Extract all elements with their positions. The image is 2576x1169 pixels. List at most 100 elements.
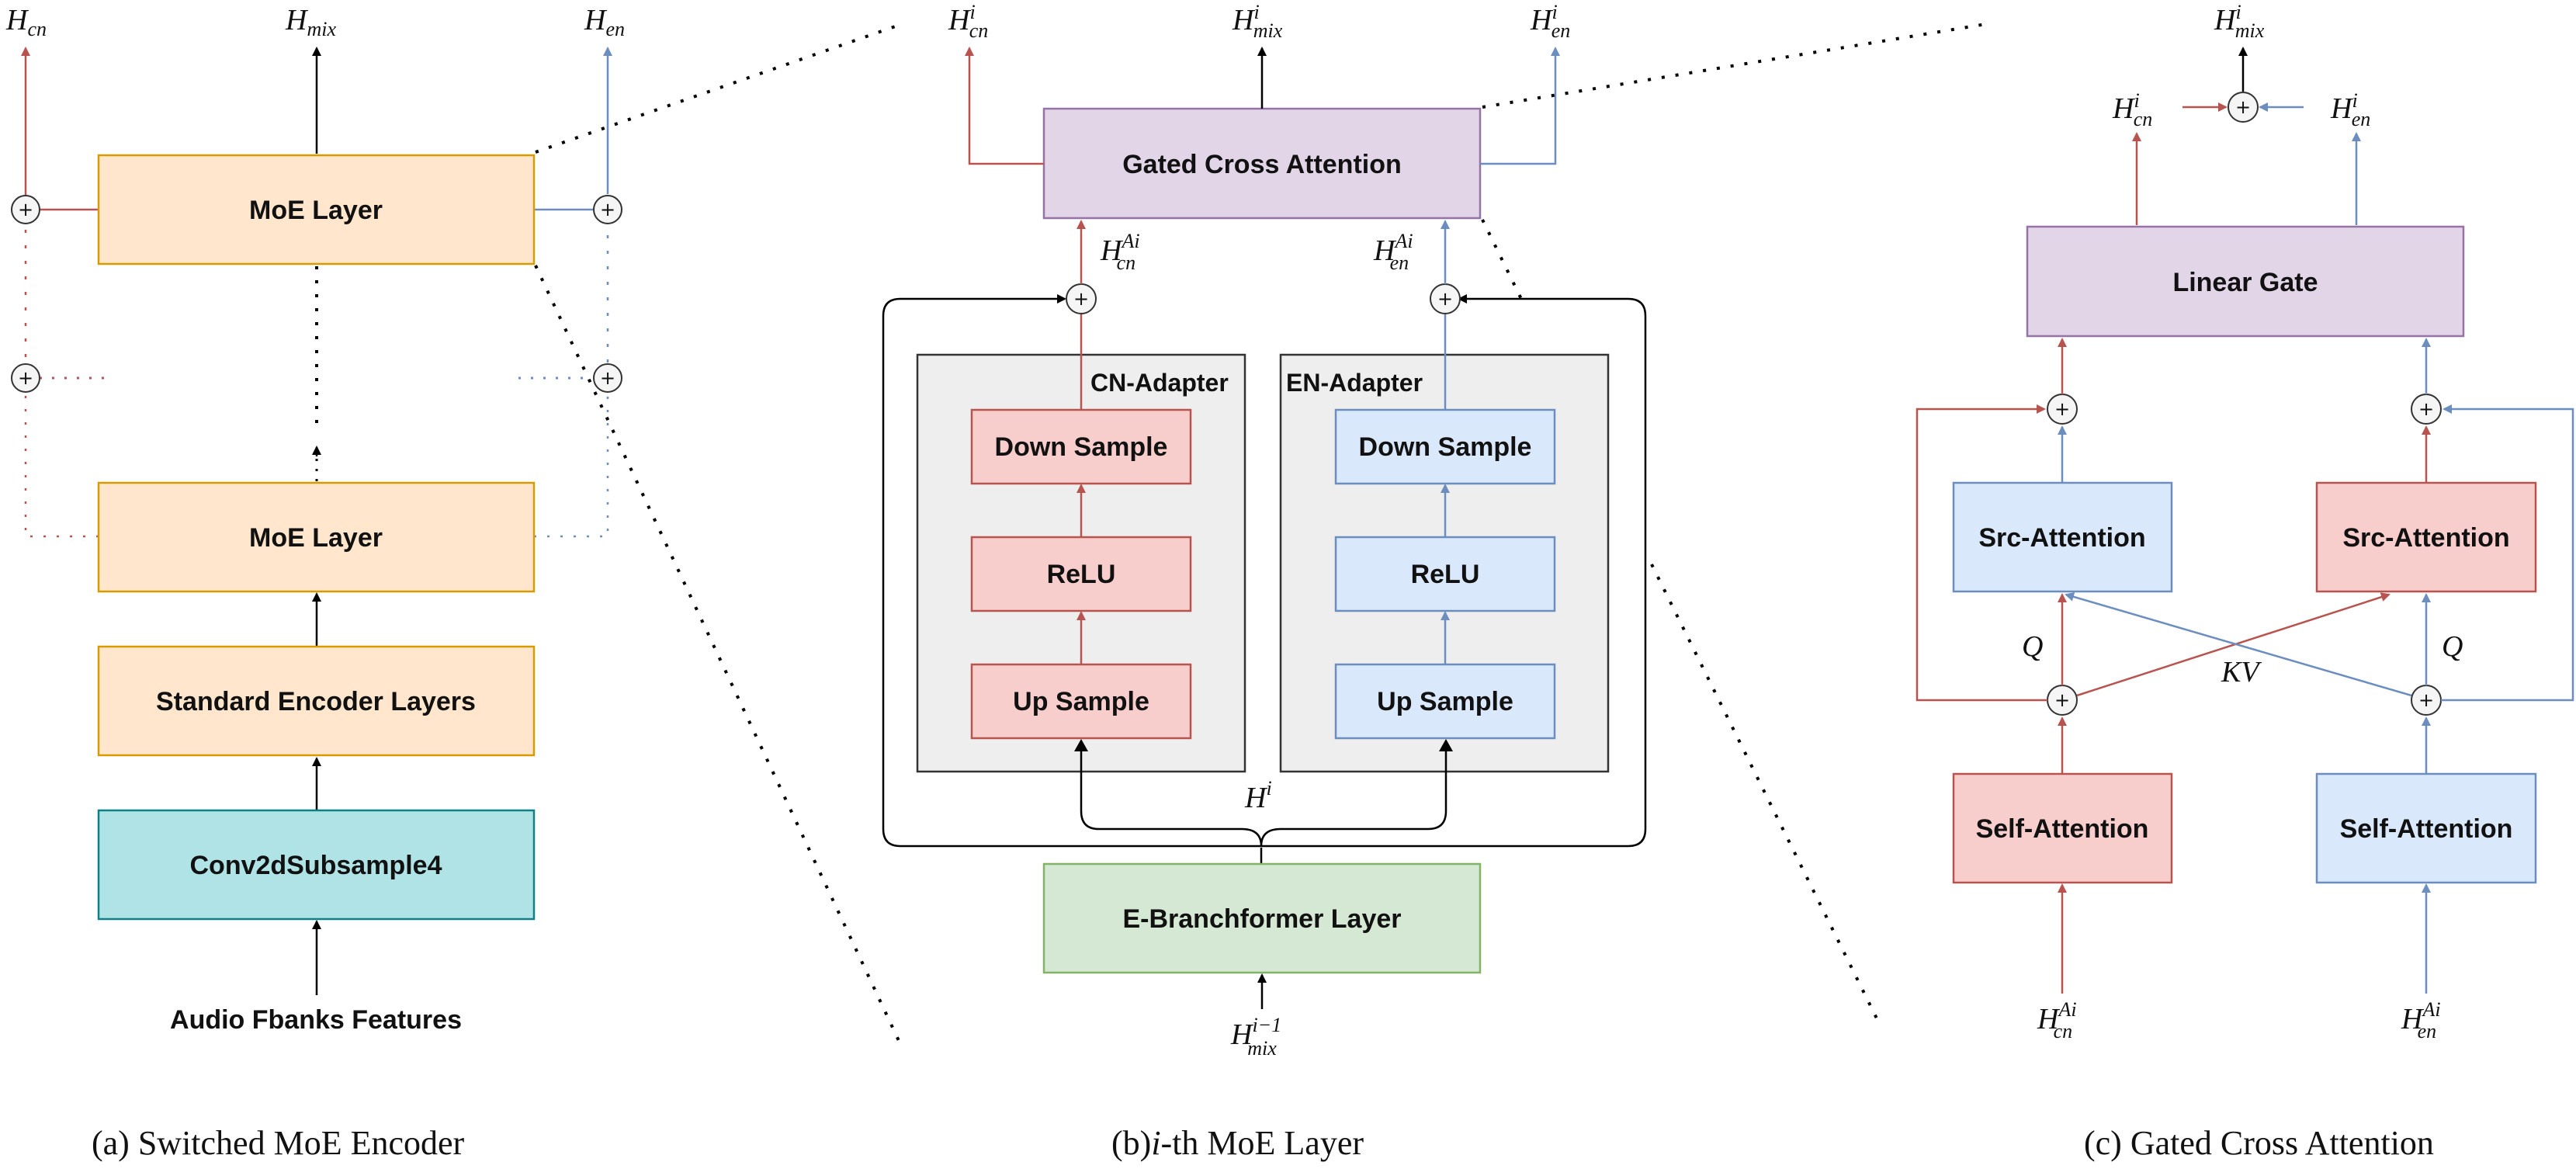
output-h-en-label: Hen bbox=[584, 4, 625, 40]
e-branchformer-label: E-Branchformer Layer bbox=[1122, 904, 1401, 934]
hi-brace bbox=[1080, 741, 1447, 847]
panel-a-cn-path bbox=[24, 394, 99, 538]
e-branchformer-box: E-Branchformer Layer bbox=[1042, 862, 1482, 974]
caption-c: (c) Gated Cross Attention bbox=[2084, 1124, 2434, 1162]
plus-node: + bbox=[11, 363, 40, 393]
src-attention-right-box: Src-Attention bbox=[2315, 481, 2537, 593]
src-attention-left-label: Src-Attention bbox=[1978, 523, 2145, 553]
cn-up-sample-box: Up Sample bbox=[970, 663, 1192, 740]
plus-node: + bbox=[2411, 394, 2442, 425]
output-h-mix-label: Hmix bbox=[285, 4, 336, 40]
residual-right bbox=[2441, 404, 2574, 702]
output-h-cn-label: Hcn bbox=[5, 4, 47, 40]
plus-node: + bbox=[2411, 685, 2442, 716]
moe-layer-top-label: MoE Layer bbox=[249, 196, 383, 225]
moe-layer-bottom-box: MoE Layer bbox=[97, 481, 536, 593]
zoom-line bbox=[1650, 564, 1881, 1025]
svg-text:+: + bbox=[600, 199, 615, 220]
arrow-gca-en-out bbox=[1480, 47, 1560, 165]
en-adapter-label: EN-Adapter bbox=[1286, 369, 1423, 397]
en-down-sample-box: Down Sample bbox=[1334, 408, 1556, 485]
kv-label: KV bbox=[2221, 656, 2262, 689]
cn-up-sample-label: Up Sample bbox=[1013, 687, 1149, 716]
svg-text:+: + bbox=[1073, 288, 1089, 310]
audio-input-label: Audio Fbanks Features bbox=[170, 1005, 462, 1035]
cn-relu-label: ReLU bbox=[1047, 560, 1116, 589]
hi-label: Hi bbox=[1244, 777, 1272, 814]
cn-down-sample-label: Down Sample bbox=[995, 432, 1168, 462]
en-down-sample-label: Down Sample bbox=[1359, 432, 1532, 462]
gated-cross-attention-box: Gated Cross Attention bbox=[1042, 107, 1482, 220]
svg-text:+: + bbox=[2418, 398, 2434, 420]
residual-left bbox=[1916, 404, 2047, 702]
q-right-label: Q bbox=[2442, 630, 2463, 663]
standard-encoder-label: Standard Encoder Layers bbox=[156, 687, 476, 716]
arrow-gca-cn-out bbox=[965, 47, 1044, 165]
cn-adapter-label: CN-Adapter bbox=[1090, 369, 1229, 397]
arrow-kv-en-cross bbox=[2065, 592, 2412, 697]
gated-cross-attention-label: Gated Cross Attention bbox=[1122, 150, 1402, 179]
zoom-line bbox=[535, 22, 905, 154]
svg-text:+: + bbox=[600, 367, 615, 389]
caption-a: (a) Switched MoE Encoder bbox=[92, 1124, 465, 1162]
svg-text:+: + bbox=[18, 199, 33, 220]
arrow-kv-cn-cross bbox=[2076, 592, 2391, 697]
panel-b: CN-Adapter EN-Adapter Hi Up Sample ReLU … bbox=[882, 1, 1992, 1162]
bypass-loop bbox=[882, 294, 1261, 848]
self-attention-left-box: Self-Attention bbox=[1952, 772, 2173, 884]
linear-gate-box: Linear Gate bbox=[2026, 225, 2465, 338]
self-attention-right-box: Self-Attention bbox=[2315, 772, 2537, 884]
en-up-sample-box: Up Sample bbox=[1334, 663, 1556, 740]
panel-a-en-path bbox=[534, 394, 609, 538]
src-attention-left-box: Src-Attention bbox=[1952, 481, 2173, 593]
moe-layer-top-box: MoE Layer bbox=[97, 154, 536, 265]
caption-b: (b)i-th MoE Layer bbox=[1111, 1124, 1364, 1162]
svg-text:+: + bbox=[18, 367, 33, 389]
svg-text:+: + bbox=[2418, 689, 2434, 711]
conv-subsample-box: Conv2dSubsample4 bbox=[97, 809, 536, 921]
en-relu-label: ReLU bbox=[1411, 560, 1480, 589]
moe-layer-bottom-label: MoE Layer bbox=[249, 523, 383, 553]
zoom-line bbox=[1482, 22, 1992, 109]
self-attention-right-label: Self-Attention bbox=[2340, 814, 2513, 844]
linear-gate-label: Linear Gate bbox=[2172, 268, 2318, 297]
cn-relu-box: ReLU bbox=[970, 536, 1192, 612]
src-attention-right-label: Src-Attention bbox=[2342, 523, 2509, 553]
en-relu-box: ReLU bbox=[1334, 536, 1556, 612]
plus-node: + bbox=[11, 195, 40, 224]
standard-encoder-box: Standard Encoder Layers bbox=[97, 645, 536, 757]
plus-node: + bbox=[2228, 92, 2259, 123]
en-up-sample-label: Up Sample bbox=[1377, 687, 1513, 716]
plus-node: + bbox=[2047, 685, 2078, 716]
plus-node: + bbox=[593, 195, 622, 224]
q-left-label: Q bbox=[2022, 630, 2043, 663]
svg-text:+: + bbox=[2054, 398, 2070, 420]
conv-subsample-label: Conv2dSubsample4 bbox=[190, 851, 442, 880]
svg-text:+: + bbox=[2054, 689, 2070, 711]
plus-node: + bbox=[2047, 394, 2078, 425]
zoom-line bbox=[534, 265, 902, 1045]
svg-text:+: + bbox=[2235, 96, 2251, 118]
plus-node: + bbox=[1430, 283, 1461, 314]
panel-a: MoE Layer MoE Layer Standard Encoder Lay… bbox=[5, 4, 905, 1162]
plus-node: + bbox=[593, 363, 622, 393]
plus-node: + bbox=[1066, 283, 1097, 314]
svg-text:+: + bbox=[1437, 288, 1453, 310]
bypass-loop bbox=[1261, 294, 1647, 848]
zoom-line bbox=[1481, 219, 1523, 300]
cn-down-sample-box: Down Sample bbox=[970, 408, 1192, 485]
self-attention-left-label: Self-Attention bbox=[1976, 814, 2149, 844]
